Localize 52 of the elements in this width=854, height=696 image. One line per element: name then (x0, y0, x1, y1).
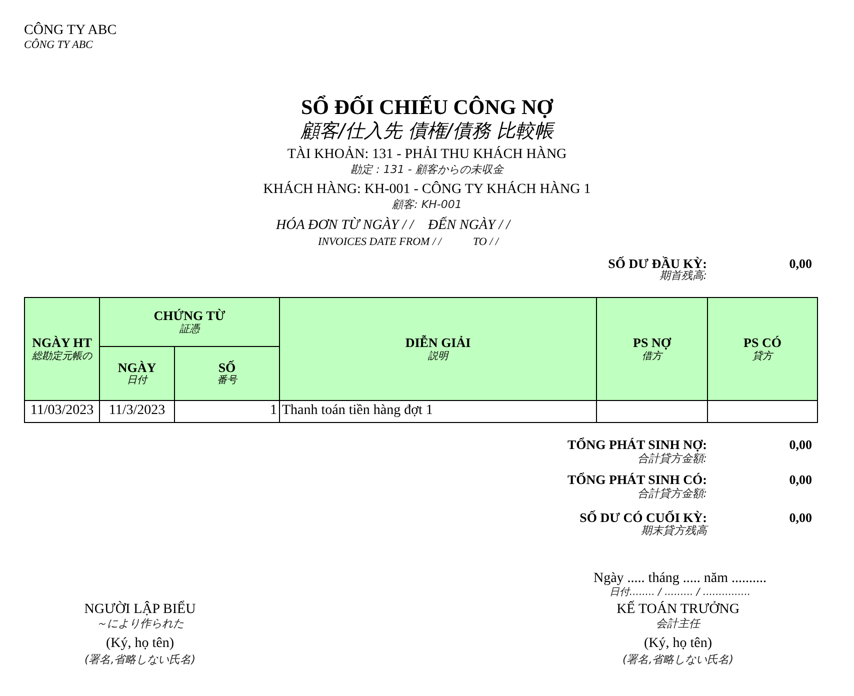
column-header-translation: 貸方 (752, 350, 772, 363)
total-label: TỔNG PHÁT SINH CÓ: (567, 473, 707, 488)
column-header: PS CÓ (744, 335, 782, 350)
signer-title: NGƯỜI LẬP BIỂU (83, 602, 197, 618)
column-header-translation: 説明 (428, 350, 448, 363)
signer-title: KẾ TOÁN TRƯỞNG (616, 602, 740, 618)
cell-text: Thanh toán tiền hàng đợt 1 (282, 403, 433, 420)
column-header-translation: 日付 (127, 375, 147, 388)
document-title: SỔ ĐỐI CHIẾU CÔNG NỢ (300, 95, 554, 120)
signature-note: (Ký, họ tên) (642, 636, 714, 652)
column-header: DIỄN GIẢI (405, 335, 471, 350)
date-range-label: HÓA ĐƠN TỪ NGÀY / / (276, 218, 414, 234)
balance-label: 期末貸方残高 (641, 525, 707, 538)
cell-text: 11/3/2023 (108, 403, 166, 420)
signer-title: 会計主任 (655, 618, 702, 631)
total-label: 合計貸方金額: (637, 453, 707, 466)
date-line: Ngày ..... tháng ..... năm .......... (592, 571, 768, 587)
date-range-label: ĐẾN NGÀY / / (428, 218, 510, 234)
balance-label: SỐ DƯ CÓ CUỐI KỲ: (580, 511, 707, 525)
amount-value: 0,00 (789, 511, 812, 526)
amount-value: 0,00 (789, 438, 812, 453)
column-header-translation: 借方 (642, 350, 662, 363)
column-header: SỐ (218, 360, 236, 375)
signer-title: ～により作られた (95, 618, 185, 631)
date-range-label: TO / / (473, 236, 498, 249)
amount-value: 0,00 (789, 473, 812, 488)
signature-note: (署名,省略しない氏名) (83, 654, 197, 667)
balance-label: SỐ DƯ ĐẦU KỲ: (608, 257, 707, 271)
column-header: CHỨNG TỪ (154, 308, 226, 324)
balance-label: 期首残高: (659, 270, 707, 283)
document-subtitle: 顧客/仕入先 債権/債務 比較帳 (300, 121, 556, 143)
column-header-translation: 番号 (217, 375, 237, 388)
account-line: 勘定 : 131 - 顧客からの未収金 (350, 164, 505, 177)
column-header-translation: 総勘定元帳の (32, 350, 92, 363)
cell-text: 11/03/2023 (30, 403, 94, 420)
column-header-translation: 証憑 (180, 324, 200, 336)
total-label: 合計貸方金額: (637, 488, 707, 501)
customer-line: KHÁCH HÀNG: KH-001 - CÔNG TY KHÁCH HÀNG 1 (262, 182, 592, 198)
signature-note: (署名,省略しない氏名) (621, 654, 735, 667)
account-line: TÀI KHOẢN: 131 - PHẢI THU KHÁCH HÀNG (286, 147, 568, 164)
column-header: NGÀY HT (32, 335, 92, 350)
amount-value: 0,00 (789, 257, 812, 272)
company-name: CÔNG TY ABC (24, 39, 93, 52)
total-label: TỔNG PHÁT SINH NỢ: (567, 438, 707, 452)
column-header: NGÀY (118, 360, 156, 375)
customer-line: 顧客: KH-001 (391, 199, 463, 212)
date-range-label: INVOICES DATE FROM / / (318, 236, 442, 249)
column-header: PS NỢ (633, 335, 671, 350)
signature-note: (Ký, họ tên) (104, 636, 176, 652)
company-name: CÔNG TY ABC (24, 23, 117, 38)
date-line: 日付........ / ......... / ............... (608, 587, 752, 598)
cell-text: 1 (270, 403, 277, 420)
